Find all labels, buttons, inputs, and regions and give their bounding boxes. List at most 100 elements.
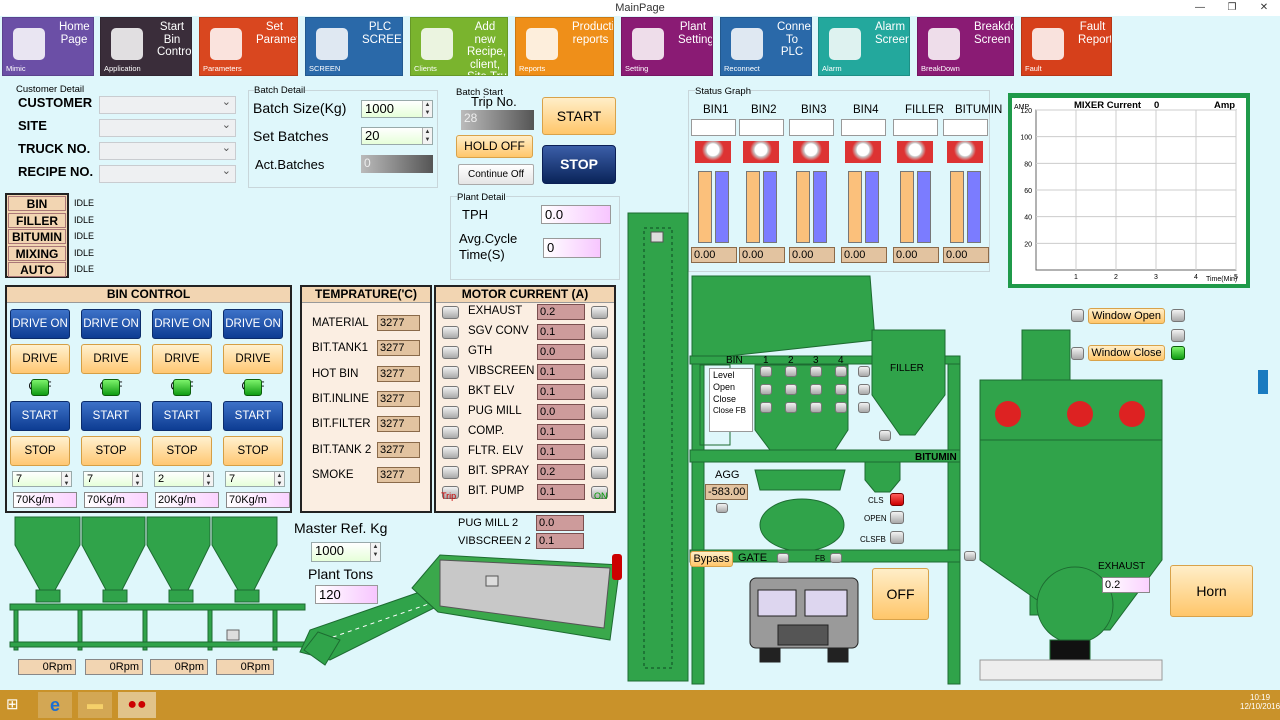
tph-label: TPH — [462, 207, 488, 222]
motor-value: 0.2 — [537, 464, 585, 480]
tph-value: 0.0 — [541, 205, 611, 224]
window-open-button[interactable]: Window Open — [1088, 308, 1165, 324]
mimic-bin-label: BIN — [726, 355, 743, 366]
drive-on-button[interactable]: DRIVE ON — [223, 309, 283, 339]
continue-off-button[interactable]: Continue Off — [458, 164, 534, 185]
level-label: Level — [713, 370, 735, 380]
bin-start-button[interactable]: START — [152, 401, 212, 431]
close-label: Close — [713, 394, 737, 404]
motor-label: GTH — [468, 345, 493, 357]
spinner-icon[interactable]: ▲▼ — [422, 128, 432, 144]
nav-label: Set Parameter — [256, 21, 297, 46]
spinner-icon[interactable]: ▲▼ — [274, 472, 284, 487]
bin-start-button[interactable]: START — [223, 401, 283, 431]
scroll-handle[interactable] — [1258, 370, 1268, 394]
hold-off-button[interactable]: HOLD OFF — [456, 135, 533, 158]
status-bin-value: 0.00 — [841, 247, 887, 263]
drive-on-button[interactable]: DRIVE ON — [10, 309, 70, 339]
bin-speed-input[interactable]: 2▲▼ — [154, 471, 214, 487]
plant-detail-panel: Plant Detail TPH 0.0 Avg.Cycle Time(S) 0 — [450, 192, 620, 280]
drive-on-button[interactable]: DRIVE ON — [81, 309, 141, 339]
set-batches-label: Set Batches — [253, 128, 329, 144]
act-batches-value: 0 — [361, 155, 433, 173]
bin-stop-button[interactable]: STOP — [223, 436, 283, 466]
bin-speed-input[interactable]: 7▲▼ — [83, 471, 143, 487]
spinner-icon[interactable]: ▲▼ — [61, 472, 71, 487]
status-bin-value: 0.00 — [789, 247, 835, 263]
spinner-icon[interactable]: ▲▼ — [370, 543, 380, 561]
drive-on-button[interactable]: DRIVE ON — [152, 309, 212, 339]
set-batches-input[interactable]: 20▲▼ — [361, 127, 433, 145]
minimize-icon[interactable]: — — [1195, 2, 1205, 13]
bin-start-button[interactable]: START — [81, 401, 141, 431]
bin-stop-button[interactable]: STOP — [10, 436, 70, 466]
bin-speed-input[interactable]: 7▲▼ — [12, 471, 72, 487]
stop-button[interactable]: STOP — [542, 145, 616, 184]
status-bin-label: FILLER — [905, 104, 944, 116]
bin-start-button[interactable]: START — [10, 401, 70, 431]
batch-start-title: Batch Start — [456, 87, 503, 98]
master-ref-input[interactable]: 1000▲▼ — [311, 542, 381, 562]
spinner-icon[interactable]: ▲▼ — [132, 472, 142, 487]
nav-sub: Alarm — [822, 64, 842, 73]
horn-button[interactable]: Horn — [1170, 565, 1253, 617]
customer-field-select[interactable] — [99, 118, 236, 137]
trip-indicator — [442, 426, 459, 439]
nav-button-clients[interactable]: Add new Recipe, client, Site,TruckClient… — [410, 17, 508, 76]
app-icon[interactable]: ●● — [118, 692, 156, 718]
bin-gate-indicator — [835, 402, 847, 413]
nav-button-parameters[interactable]: Set ParameterParameters — [199, 17, 298, 76]
bin-stop-button[interactable]: STOP — [152, 436, 212, 466]
drive-status-indicator — [102, 379, 120, 396]
temp-value: 3277 — [377, 466, 420, 483]
on-label: ON — [594, 491, 608, 501]
spinner-icon[interactable]: ▲▼ — [203, 472, 213, 487]
batch-size-input[interactable]: 1000▲▼ — [361, 100, 433, 118]
bypass-button[interactable]: Bypass — [690, 551, 733, 567]
window-close-indicator — [1071, 347, 1084, 360]
temp-value: 3277 — [377, 340, 420, 357]
start-button[interactable]: START — [542, 97, 616, 135]
customer-field-select[interactable] — [99, 95, 236, 114]
state-label-bin: BIN — [8, 196, 66, 211]
temp-label: MATERIAL — [312, 317, 369, 329]
nav-label: Fault Report — [1078, 21, 1112, 46]
bag-house — [979, 329, 1163, 681]
nav-label: Plant Setting — [678, 21, 713, 46]
close-icon[interactable]: ✕ — [1259, 2, 1269, 13]
feeder-rpm-value: 0Rpm — [18, 659, 76, 675]
nav-label: Production reports — [572, 21, 614, 46]
mixer-value: 0 — [1154, 100, 1160, 111]
bin-stop-button[interactable]: STOP — [81, 436, 141, 466]
folder-icon[interactable]: ▬ — [78, 692, 112, 718]
customer-detail-title: Customer Detail — [16, 84, 85, 95]
mixer-ytick: 60 — [1024, 188, 1032, 195]
bin-speed-input[interactable]: 7▲▼ — [225, 471, 285, 487]
avg-cycle-label: Avg.Cycle Time(S) — [459, 231, 518, 262]
status-bin-actual-bar — [746, 171, 760, 243]
nav-button-screen[interactable]: PLC SCREENSCREEN — [305, 17, 403, 76]
maximize-icon[interactable]: ❐ — [1227, 2, 1237, 13]
nav-sub: Application — [104, 64, 141, 73]
drive-off-button[interactable]: DRIVE OFF — [152, 344, 212, 393]
clock[interactable]: 10:19 12/10/2016 — [1240, 693, 1280, 711]
nav-sub: Mimic — [6, 64, 26, 73]
window-close-button[interactable]: Window Close — [1088, 345, 1165, 361]
customer-field-select[interactable] — [99, 164, 236, 183]
customer-field-select[interactable] — [99, 141, 236, 160]
master-ref-label: Master Ref. Kg — [294, 520, 388, 536]
spinner-icon[interactable]: ▲▼ — [422, 101, 432, 117]
ie-icon[interactable]: e — [38, 692, 72, 718]
off-button[interactable]: OFF — [872, 568, 929, 620]
trip-indicator — [442, 486, 459, 499]
monitor-icon — [316, 28, 348, 60]
windows-start-icon[interactable]: ⊞ — [6, 696, 19, 713]
